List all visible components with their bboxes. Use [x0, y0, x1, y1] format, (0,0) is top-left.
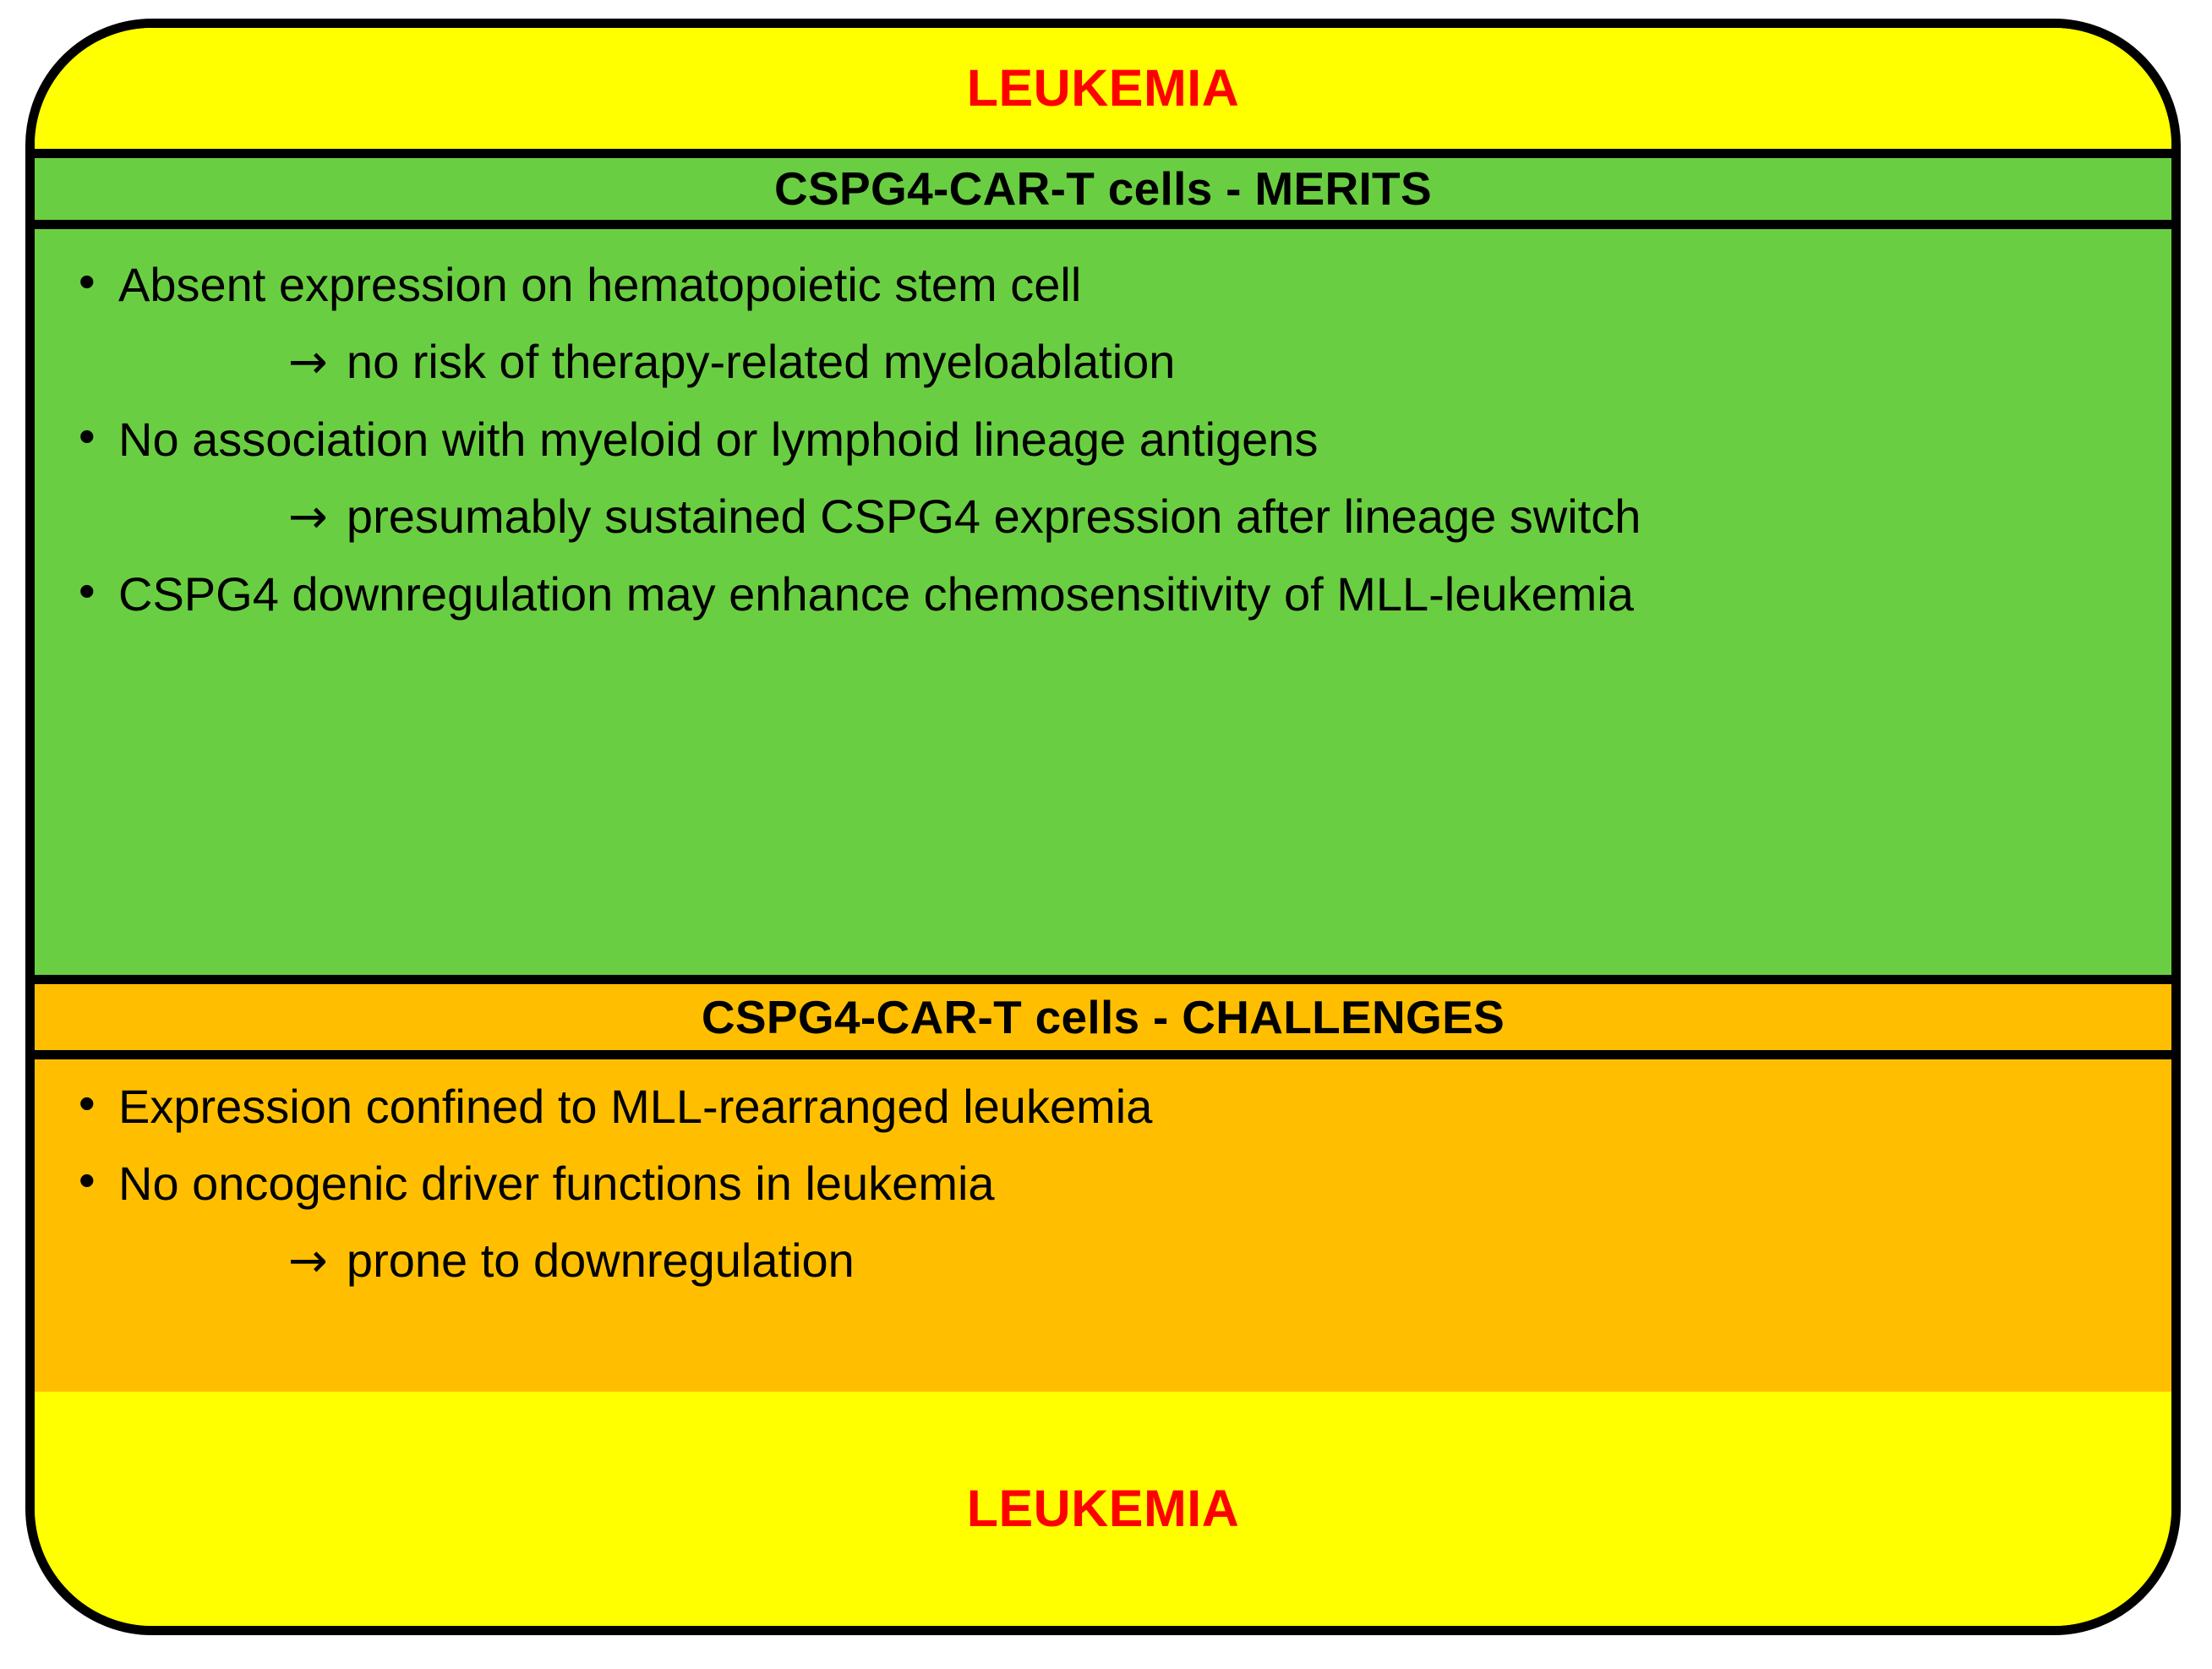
- challenges-line-3-text: prone to downregulation: [346, 1234, 855, 1287]
- merits-line-5-text: CSPG4 downregulation may enhance chemose…: [118, 567, 1634, 621]
- challenges-line-2-text: No oncogenic driver functions in leukemi…: [118, 1157, 995, 1210]
- bullet-icon: •: [79, 409, 96, 462]
- right-arrow-icon: →: [288, 490, 328, 544]
- bottom-leukemia-label: LEUKEMIA: [966, 1480, 1240, 1537]
- bottom-leukemia-band: LEUKEMIA: [35, 1392, 2171, 1626]
- bullet-icon: •: [79, 1153, 96, 1207]
- challenges-line-3: → prone to downregulation: [35, 1237, 2171, 1285]
- top-leukemia-label: LEUKEMIA: [966, 59, 1240, 117]
- challenges-line-2: • No oncogenic driver functions in leuke…: [35, 1153, 2171, 1210]
- merits-line-4: → presumably sustained CSPG4 expression …: [35, 493, 2171, 541]
- merits-body-panel: • Absent expression on hematopoietic ste…: [35, 229, 2171, 975]
- challenges-header-strip: CSPG4-CAR-T cells - CHALLENGES: [35, 975, 2171, 1059]
- merits-line-3: • No association with myeloid or lymphoi…: [35, 409, 2171, 466]
- top-leukemia-band: LEUKEMIA: [35, 28, 2171, 149]
- merits-line-1: • Absent expression on hematopoietic ste…: [35, 254, 2171, 311]
- challenges-line-1: • Expression confined to MLL-rearranged …: [35, 1076, 2171, 1133]
- challenges-body-panel: • Expression confined to MLL-rearranged …: [35, 1059, 2171, 1409]
- bullet-icon: •: [79, 1076, 96, 1130]
- merits-line-1-text: Absent expression on hematopoietic stem …: [118, 258, 1082, 311]
- right-arrow-icon: →: [288, 335, 328, 390]
- challenges-header-title: CSPG4-CAR-T cells - CHALLENGES: [701, 990, 1505, 1043]
- bullet-icon: •: [79, 564, 96, 617]
- leukemia-frame-card: LEUKEMIA CSPG4-CAR-T cells - MERITS • Ab…: [25, 19, 2181, 1635]
- merits-header-strip: CSPG4-CAR-T cells - MERITS: [35, 149, 2171, 229]
- merits-line-4-text: presumably sustained CSPG4 expression af…: [346, 490, 1641, 543]
- bullet-icon: •: [79, 254, 96, 308]
- merits-line-5: • CSPG4 downregulation may enhance chemo…: [35, 567, 2171, 621]
- merits-line-3-text: No association with myeloid or lymphoid …: [118, 413, 1319, 466]
- merits-line-2-text: no risk of therapy-related myeloablation: [346, 335, 1176, 388]
- merits-line-2: → no risk of therapy-related myeloablati…: [35, 338, 2171, 386]
- challenges-line-1-text: Expression confined to MLL-rearranged le…: [118, 1080, 1153, 1133]
- merits-header-title: CSPG4-CAR-T cells - MERITS: [774, 162, 1432, 215]
- right-arrow-icon: →: [288, 1234, 328, 1289]
